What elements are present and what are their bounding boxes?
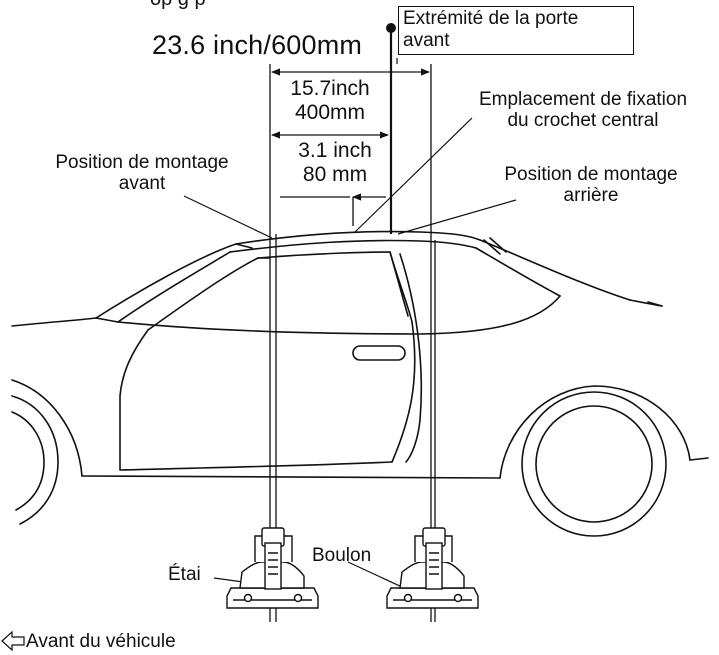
strut-label: Étai (168, 564, 201, 585)
door-end-line-1: Extrémité de la porte (403, 8, 579, 29)
bolt-label: Boulon (312, 545, 372, 566)
center-hook-line-2: du crochet central (507, 110, 659, 132)
car-outline (11, 230, 709, 537)
door-end-line-2: avant (403, 29, 450, 51)
door-end-label: Extrémité de la porte avant (398, 6, 634, 55)
center-hook-line-1: Emplacement de fixation (478, 89, 688, 110)
overall-width-label: 23.6 inch/600mm (152, 30, 363, 60)
roof-rack-foot-icon-right (386, 527, 479, 609)
front-mount-line-1: Position de montage (55, 152, 229, 173)
vehicle-front-label: Avant du véhicule (26, 631, 176, 652)
outline-left-arrow-icon (1, 630, 25, 652)
rear-mount-label: Position de montage arrière (478, 164, 704, 207)
rear-mount-line-1: Position de montage (504, 164, 678, 185)
rear-mount-line-2: arrière (563, 185, 619, 207)
center-hook-label: Emplacement de fixation du crochet centr… (450, 89, 716, 132)
roof-rack-foot-icon (226, 527, 319, 609)
dimension-lines (269, 30, 436, 622)
width-400-label: 15.7inch 400mm (272, 77, 388, 124)
width-400-mm: 400mm (294, 100, 366, 124)
front-mount-line-2: avant (118, 173, 166, 195)
top-cut-text: op g p (150, 0, 206, 10)
width-80-inch: 3.1 inch (298, 139, 372, 162)
door-edge-dot (386, 23, 396, 33)
width-400-inch: 15.7inch (290, 77, 370, 100)
front-mount-label: Position de montage avant (30, 152, 254, 195)
width-80-mm: 80 mm (302, 162, 368, 186)
width-80-label: 3.1 inch 80 mm (282, 139, 388, 186)
